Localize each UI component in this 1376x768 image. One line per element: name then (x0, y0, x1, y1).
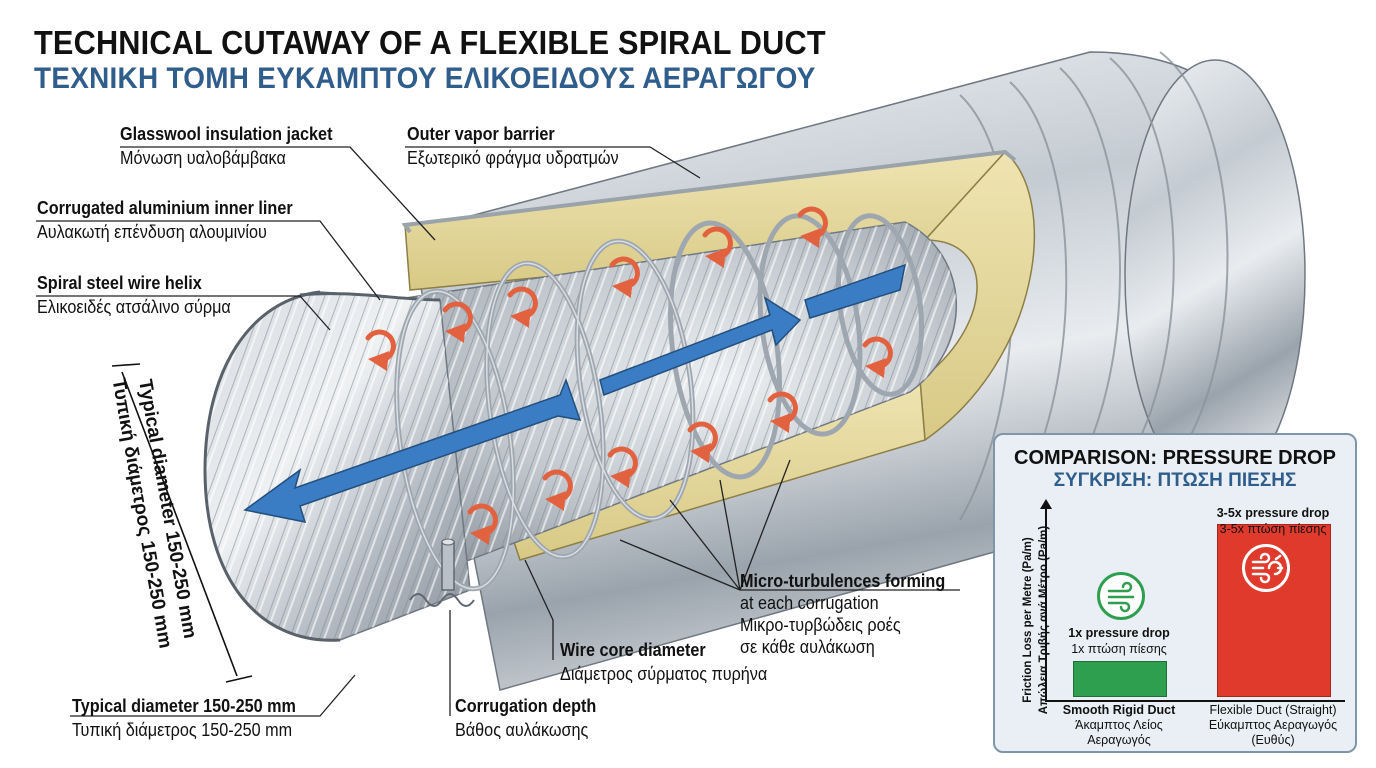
wire-core-label: Wire core diameter Διάμετρος σύρματος πυ… (560, 640, 768, 684)
title-greek: ΤΕΧΝΙΚΗ ΤΟΜΗ ΕΥΚΑΜΠΤΟΥ ΕΛΙΚΟΕΙΔΟΥΣ ΑΕΡΑΓ… (34, 62, 816, 95)
x-axis-line (1045, 700, 1345, 702)
leader-lines (36, 146, 960, 717)
duct-front-opening (203, 290, 471, 642)
micro-turbulence-label: Micro-turbulences forming at each corrug… (740, 571, 946, 657)
smooth-category-label: Smooth Rigid Duct Άκαμπτος Λείος Αεραγωγ… (1062, 703, 1176, 747)
diameter-dimension-line (111, 363, 253, 683)
flexible-category-label: Flexible Duct (Straight) Εύκαμπτος Αεραγ… (1208, 703, 1338, 747)
y-axis-arrowhead (1040, 499, 1052, 509)
micro-turbulence-arrows (365, 206, 893, 545)
vapor-barrier-label: Outer vapor barrier Εξωτερικό φράγμα υδρ… (407, 124, 619, 168)
smooth-value-label: 1x pressure drop 1x πτώση πίεσης (1068, 626, 1170, 656)
comparison-title-english: COMPARISON: PRESSURE DROP (1014, 447, 1336, 469)
glasswool-label: Glasswool insulation jacket Μόνωση υαλοβ… (120, 124, 333, 168)
wire-helix-label: Spiral steel wire helix Ελικοειδές ατσάλ… (37, 273, 231, 317)
turbulent-airflow-icon (1242, 544, 1290, 592)
wire-core-cross-section (409, 538, 475, 607)
diameter-bottom-label: Typical diameter 150-250 mm Τυπική διάμε… (72, 696, 296, 740)
smooth-airflow-icon (1097, 572, 1145, 620)
corrugation-depth-label: Corrugation depth Βάθος αυλάκωσης (455, 696, 597, 740)
pressure-drop-comparison-panel: COMPARISON: PRESSURE DROP ΣΥΓΚΡΙΣΗ: ΠΤΩΣ… (993, 433, 1357, 753)
title-english: TECHNICAL CUTAWAY OF A FLEXIBLE SPIRAL D… (34, 24, 826, 61)
y-axis-line (1045, 505, 1047, 701)
comparison-title-greek: ΣΥΓΚΡΙΣΗ: ΠΤΩΣΗ ΠΙΕΣΗΣ (1053, 470, 1297, 491)
flexible-value-label: 3-5x pressure drop 3-5x πτώση πίεσης (1216, 506, 1330, 536)
main-airflow-arrow (243, 263, 906, 523)
bar-smooth-rigid-duct (1073, 661, 1167, 697)
inner-liner-label: Corrugated aluminium inner liner Αυλακωτ… (37, 198, 293, 242)
